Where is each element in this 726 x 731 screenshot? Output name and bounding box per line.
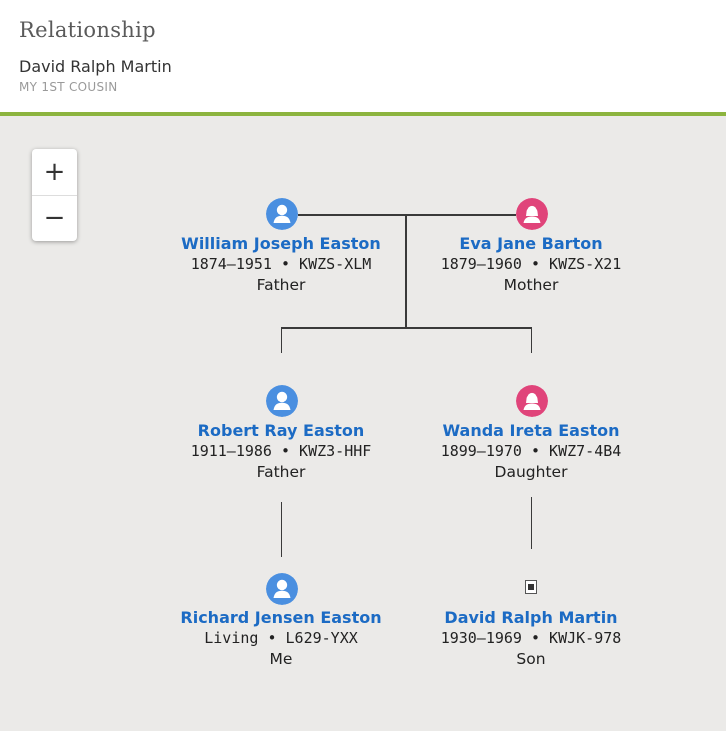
person-lifespan-id: 1874–1951 • KWZS-XLM — [190, 255, 372, 273]
person-card: Robert Ray Easton 1911–1986 • KWZ3-HHF F… — [161, 421, 401, 481]
person-card: Richard Jensen Easton Living • L629-YXX … — [161, 608, 401, 668]
male-person-icon[interactable] — [266, 198, 298, 230]
person-lifespan-id: 1879–1960 • KWZS-X21 — [440, 255, 622, 273]
person-relationship-role: Father — [256, 463, 306, 481]
person-relationship-role: Me — [269, 650, 293, 668]
female-person-icon[interactable] — [516, 385, 548, 417]
female-person-icon[interactable] — [516, 198, 548, 230]
person-lifespan-id: 1899–1970 • KWZ7-4B4 — [440, 442, 622, 460]
relationship-person-name: David Ralph Martin — [19, 57, 172, 76]
person-name-link[interactable]: David Ralph Martin — [444, 608, 618, 627]
person-card: Wanda Ireta Easton 1899–1970 • KWZ7-4B4 … — [411, 421, 651, 481]
person-lifespan-id: 1930–1969 • KWJK-978 — [440, 629, 622, 647]
accent-divider — [0, 112, 726, 116]
person-card: William Joseph Easton 1874–1951 • KWZS-X… — [161, 234, 401, 294]
wanda-child-line — [531, 497, 532, 549]
person-lifespan-id: Living • L629-YXX — [204, 629, 358, 647]
person-card: David Ralph Martin 1930–1969 • KWJK-978 … — [411, 608, 651, 668]
person-card: Eva Jane Barton 1879–1960 • KWZS-X21 Mot… — [411, 234, 651, 294]
person-name-link[interactable]: Robert Ray Easton — [197, 421, 365, 440]
zoom-in-button[interactable]: + — [32, 149, 77, 196]
page-title: Relationship — [19, 18, 156, 42]
robert-drop-line — [281, 327, 282, 353]
person-relationship-role: Son — [516, 650, 546, 668]
male-person-icon[interactable] — [266, 385, 298, 417]
person-relationship-role: Daughter — [494, 463, 568, 481]
person-name-link[interactable]: Richard Jensen Easton — [180, 608, 382, 627]
zoom-out-button[interactable]: − — [43, 203, 66, 233]
spouse-connector-line — [298, 214, 516, 216]
relationship-chart-canvas[interactable] — [0, 116, 726, 731]
male-person-icon[interactable] — [266, 573, 298, 605]
siblings-connector-line — [281, 327, 532, 329]
robert-child-line — [281, 502, 282, 557]
wanda-drop-line — [531, 327, 532, 353]
broken-image-icon — [525, 579, 537, 594]
person-lifespan-id: 1911–1986 • KWZ3-HHF — [190, 442, 372, 460]
zoom-control: + − — [32, 149, 77, 241]
person-name-link[interactable]: Wanda Ireta Easton — [442, 421, 620, 440]
person-relationship-role: Mother — [503, 276, 559, 294]
person-relationship-role: Father — [256, 276, 306, 294]
person-name-link[interactable]: William Joseph Easton — [181, 234, 381, 253]
relationship-label: MY 1ST COUSIN — [19, 80, 118, 94]
person-name-link[interactable]: Eva Jane Barton — [459, 234, 603, 253]
parents-descent-line — [405, 214, 407, 328]
header: Relationship David Ralph Martin MY 1ST C… — [0, 0, 726, 112]
